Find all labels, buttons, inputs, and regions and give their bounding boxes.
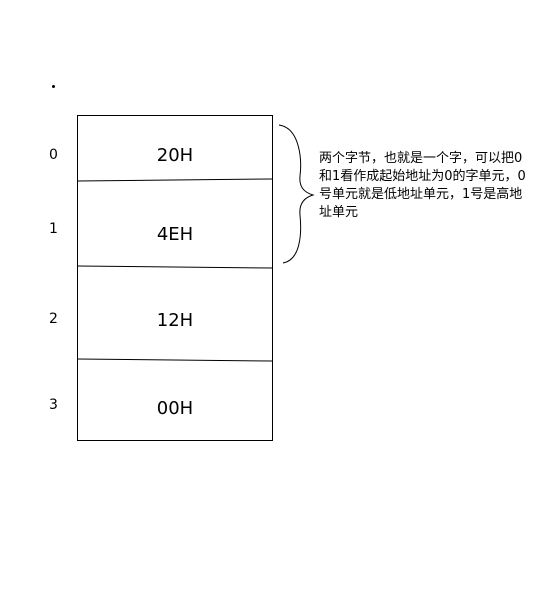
address-label-3: 3 [49,397,58,413]
memory-block-outline [77,115,273,441]
curly-brace [278,124,315,264]
annotation-text: 两个字节，也就是一个字，可以把0和1看作成起始地址为0的字单元，0号单元就是低地… [319,151,526,220]
cell-value-3: 00H [156,398,194,419]
cell-divider-1-2 [76,265,273,269]
address-label-2: 2 [49,311,58,327]
cell-value-1: 4EH [156,224,194,245]
cell-divider-0-1 [76,178,273,182]
cell-value-0: 20H [156,145,194,166]
address-label-1: 1 [49,221,58,237]
cell-divider-2-3 [76,358,273,362]
stray-dot [52,85,55,88]
cell-value-2: 12H [156,310,194,331]
address-label-0: 0 [49,147,58,163]
